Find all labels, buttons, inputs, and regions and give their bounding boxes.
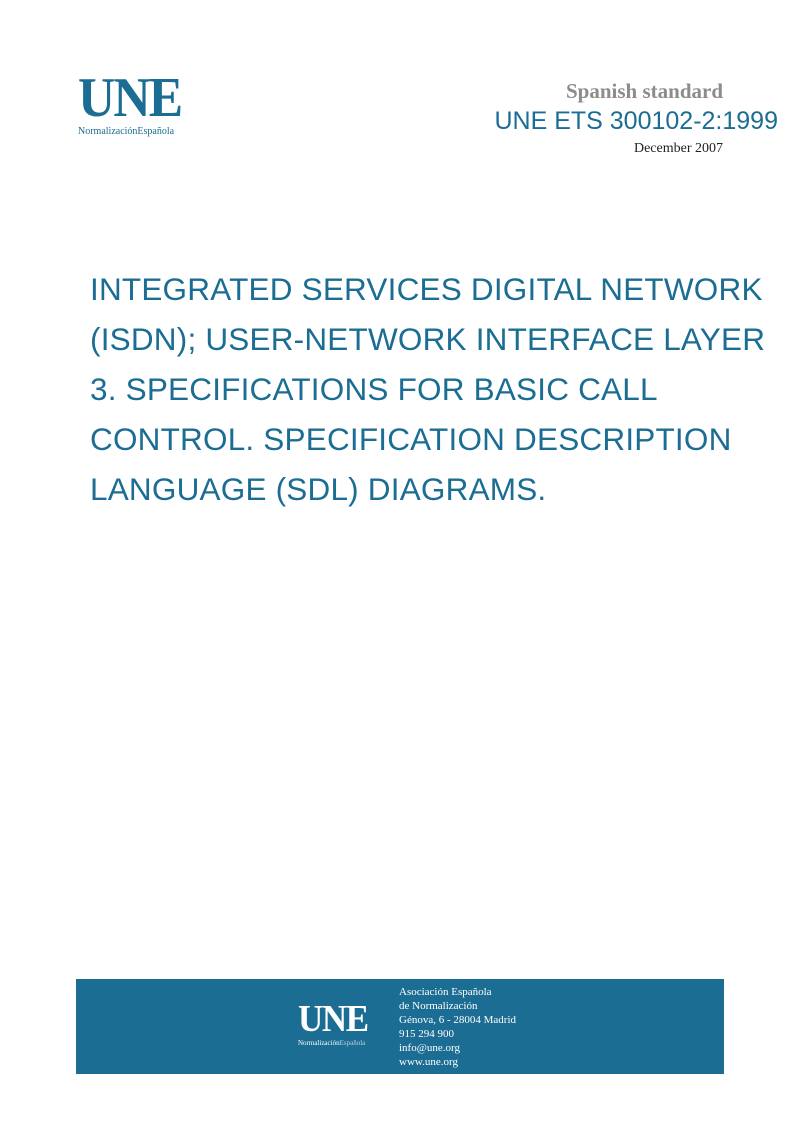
footer-address: Génova, 6 - 28004 Madrid (399, 1014, 517, 1026)
footer-phone: 915 294 900 (399, 1028, 454, 1040)
title-line: INTEGRATED SERVICES DIGITAL NETWORK (90, 271, 763, 307)
title-line: 3. SPECIFICATIONS FOR BASIC CALL (90, 371, 658, 407)
footer-band: UNE NormalizaciónEspañola Asociación Esp… (76, 979, 724, 1074)
logo-subtitle: NormalizaciónEspañola (78, 126, 218, 138)
footer-org-line-2: de Normalización (399, 1000, 478, 1012)
une-logo: UNE NormalizaciónEspañola (78, 67, 218, 144)
document-title: INTEGRATED SERVICES DIGITAL NETWORK (ISD… (90, 264, 798, 514)
footer-website: www.une.org (399, 1056, 458, 1068)
footer-logo-mark: UNE (298, 998, 369, 1040)
title-line: LANGUAGE (SDL) DIAGRAMS. (90, 471, 547, 507)
footer-logo-subtitle-a: Normalización (298, 1039, 340, 1047)
footer-org-line-1: Asociación Española (399, 986, 492, 998)
standard-code: UNE ETS 300102-2:1999 (494, 107, 778, 135)
footer-logo-subtitle: NormalizaciónEspañola (298, 1039, 388, 1048)
footer-email: info@une.org (399, 1042, 460, 1054)
title-line: (ISDN); USER-NETWORK INTERFACE LAYER (90, 321, 766, 357)
title-line: CONTROL. SPECIFICATION DESCRIPTION (90, 421, 732, 457)
footer-contact: Asociación Española de Normalización Gén… (399, 985, 516, 1069)
logo-subtitle-b: Española (137, 126, 175, 137)
footer-une-logo: UNE NormalizaciónEspañola (298, 998, 388, 1048)
footer-logo-subtitle-b: Española (339, 1039, 366, 1047)
logo-mark: UNE (78, 67, 183, 129)
document-type: Spanish standard (566, 79, 723, 103)
document-header: Spanish standard UNE ETS 300102-2:1999 D… (494, 78, 778, 158)
logo-subtitle-a: Normalización (78, 126, 138, 137)
publication-date: December 2007 (633, 141, 723, 156)
